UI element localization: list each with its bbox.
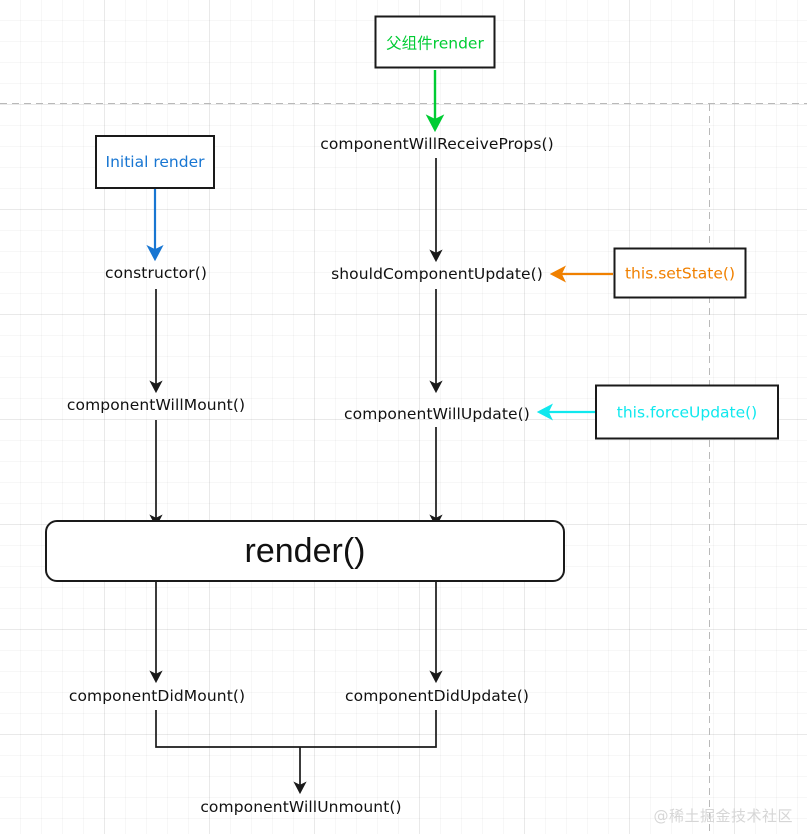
lifecycle-node-component-will-mount-label: componentWillMount() (66, 396, 246, 414)
lifecycle-node-render[interactable]: render() (45, 520, 565, 582)
lifecycle-node-component-did-update[interactable]: componentDidUpdate() (345, 687, 529, 705)
trigger-box-initial-render[interactable]: Initial render (95, 135, 215, 189)
lifecycle-node-component-will-receive-props[interactable]: componentWillReceiveProps() (320, 135, 554, 153)
trigger-box-set-state-label: this.setState() (624, 264, 736, 282)
lifecycle-node-component-did-update-label: componentDidUpdate() (345, 687, 529, 705)
trigger-box-initial-render-label: Initial render (105, 153, 205, 171)
lifecycle-node-component-will-mount[interactable]: componentWillMount() (67, 396, 245, 414)
lifecycle-node-component-will-update[interactable]: componentWillUpdate() (344, 405, 530, 423)
lifecycle-node-component-will-update-label: componentWillUpdate() (344, 405, 530, 423)
lifecycle-node-constructor[interactable]: constructor() (105, 264, 207, 282)
lifecycle-node-component-did-mount[interactable]: componentDidMount() (69, 687, 245, 705)
lifecycle-node-component-will-unmount[interactable]: componentWillUnmount() (200, 798, 401, 816)
lifecycle-node-component-will-receive-props-label: componentWillReceiveProps() (320, 135, 554, 153)
merge-bracket-to-will-unmount (155, 710, 437, 748)
watermark: @稀土掘金技术社区 (653, 807, 793, 825)
trigger-box-force-update[interactable]: this.forceUpdate() (595, 384, 779, 440)
lifecycle-node-should-component-update-label: shouldComponentUpdate() (331, 265, 543, 283)
lifecycle-node-render-label: render() (244, 531, 366, 570)
trigger-box-parent-render[interactable]: 父组件render (374, 15, 496, 69)
trigger-box-set-state[interactable]: this.setState() (613, 247, 747, 299)
lifecycle-node-constructor-label: constructor() (104, 264, 208, 282)
lifecycle-node-component-will-unmount-label: componentWillUnmount() (200, 798, 402, 816)
trigger-box-parent-render-label: 父组件render (386, 34, 484, 52)
trigger-box-force-update-label: this.forceUpdate() (616, 403, 758, 421)
lifecycle-node-should-component-update[interactable]: shouldComponentUpdate() (331, 265, 543, 283)
lifecycle-node-component-did-mount-label: componentDidMount() (68, 687, 246, 705)
